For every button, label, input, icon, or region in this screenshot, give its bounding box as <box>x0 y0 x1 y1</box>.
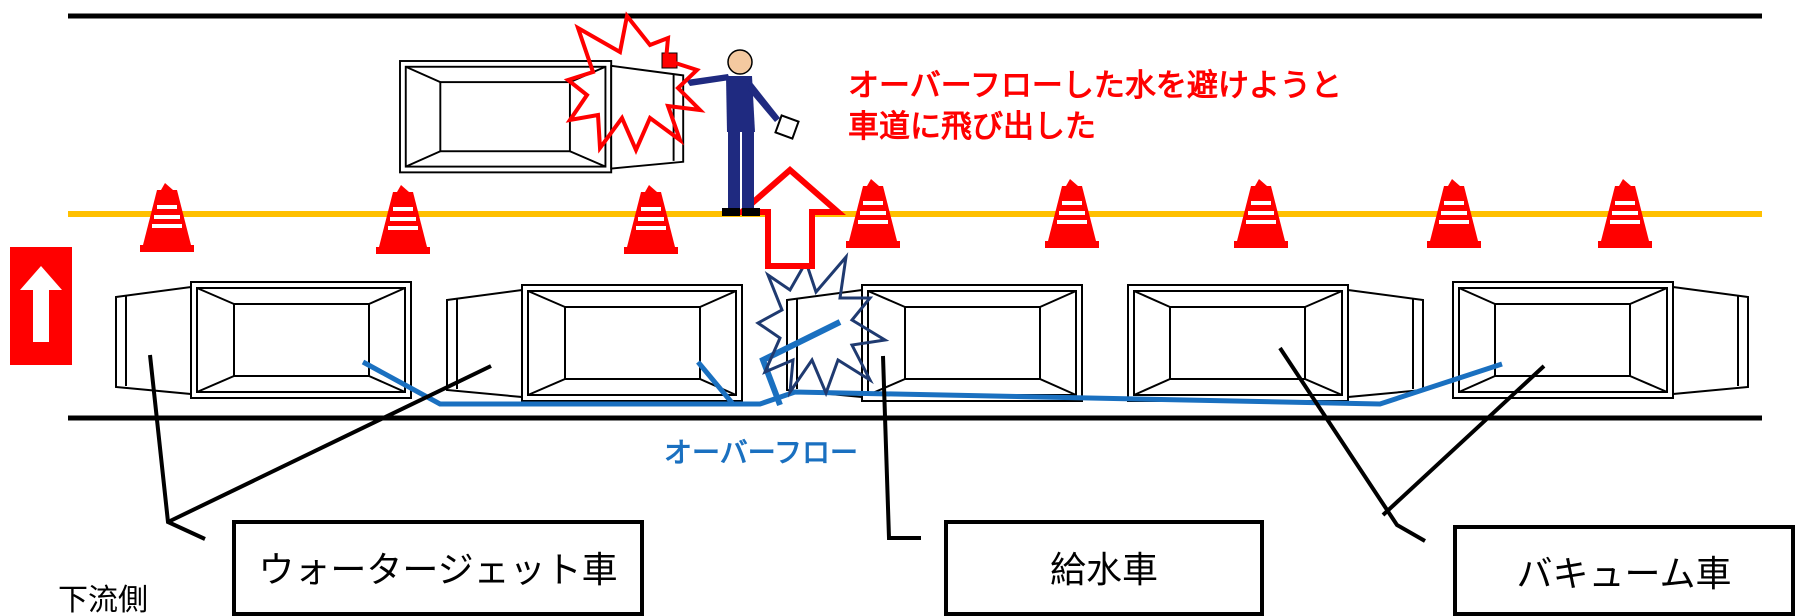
traffic-cone-icon <box>140 183 194 252</box>
callout-line2: 車道に飛び出した <box>848 109 1096 145</box>
callout-line1: オーバーフローした水を避けようと <box>848 68 1342 104</box>
water-supply-label: 給水車 <box>1050 550 1158 591</box>
vacuum-label: バキューム車 <box>1517 554 1732 595</box>
waterjet-label: ウォータージェット車 <box>258 550 617 591</box>
overflow-label: オーバーフロー <box>664 436 858 469</box>
waterjet-label-box <box>232 520 644 616</box>
vacuum-label-box <box>1453 525 1795 616</box>
traffic-cone-icon <box>624 185 678 254</box>
leader-vacuum-2 <box>1381 364 1546 517</box>
waterjet-truck-2 <box>446 284 743 402</box>
splash-burst-icon <box>755 252 890 398</box>
vacuum-truck-2 <box>1452 281 1749 399</box>
leader-water-supply <box>881 355 921 540</box>
collision-burst-icon <box>563 11 706 155</box>
hose-branch <box>696 360 735 406</box>
vacuum-truck <box>1127 284 1424 402</box>
passing-vehicle <box>399 60 685 174</box>
worker-icon <box>661 49 800 216</box>
leader-waterjet-2 <box>167 364 492 524</box>
water-supply-label-box <box>944 520 1264 616</box>
downstream-label: 下流側 <box>58 583 148 616</box>
water-supply-truck <box>786 284 1083 402</box>
waterjet-truck <box>115 281 412 399</box>
traffic-cone-icon <box>376 185 430 254</box>
arrow-up-icon <box>10 247 72 365</box>
escape-arrow-icon <box>734 166 846 269</box>
overflow-hose <box>759 319 842 407</box>
leader-vacuum <box>1278 346 1426 543</box>
